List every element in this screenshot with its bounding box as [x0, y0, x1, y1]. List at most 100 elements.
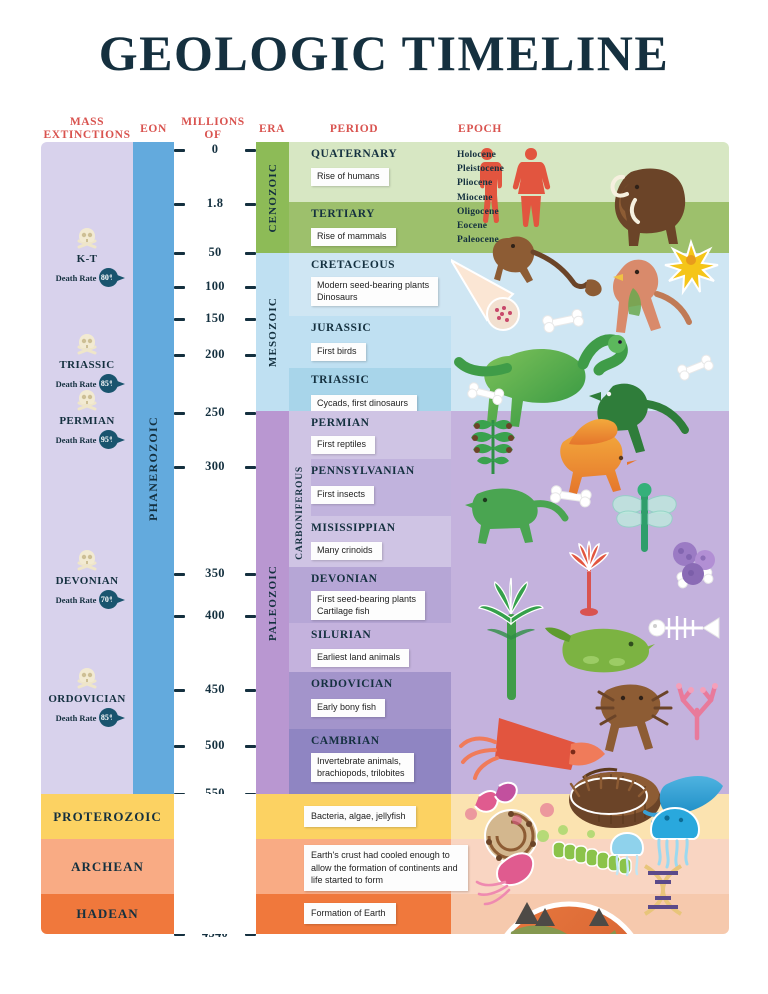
lycopod-tree-illustration — [478, 577, 544, 700]
eon-note: Formation of Earth — [304, 903, 396, 924]
period-name: SILURIAN — [311, 629, 372, 641]
extinction-name: K-T — [76, 253, 98, 265]
sub-era-carboniferous[interactable]: CARBONIFEROUS — [289, 459, 311, 567]
eon-body: Earth's crust had cooled enough to allow… — [256, 839, 729, 894]
period-name: PERMIAN — [311, 417, 370, 429]
timeline-chart: K-T Death Rate 80% TRIASSIC Death Rate 8… — [41, 142, 729, 940]
mass-extinction-triassic[interactable]: TRIASSIC Death Rate 85% — [41, 332, 133, 393]
illustration-artwork — [451, 148, 723, 934]
period-row-cambrian[interactable]: CAMBRIAN Invertebrate animals, brachiopo… — [289, 729, 451, 794]
period-note: Invertebrate animals, brachiopods, trilo… — [311, 753, 414, 782]
jellyfish-illustration — [609, 806, 701, 877]
skull-crossbones-icon — [77, 668, 97, 689]
skull-crossbones-icon — [77, 334, 97, 355]
death-rate-label: Death Rate — [55, 272, 97, 283]
mass-extinction-devonian[interactable]: DEVONIAN Death Rate 70% — [41, 548, 133, 609]
coral-cluster-illustration — [673, 542, 715, 585]
death-rate-row: Death Rate 70% — [41, 590, 133, 609]
era-mesozoic[interactable]: MESOZOIC — [256, 253, 289, 411]
column-header-epoch: EPOCH — [458, 123, 502, 135]
starburst-illustration — [664, 238, 719, 296]
period-row-pennsylvanian[interactable]: PENNSYLVANIAN First insects — [289, 459, 451, 516]
epoch-item: Holocene — [457, 150, 497, 160]
eon-row-archean[interactable]: ARCHEAN Earth's crust had cooled enough … — [41, 839, 729, 894]
period-note: Many crinoids — [311, 542, 382, 560]
eon-row-proterozoic[interactable]: PROTEROZOIC Bacteria, algae, jellyfish — [41, 794, 729, 839]
human-female-icon — [512, 148, 551, 228]
eon-note: Earth's crust had cooled enough to allow… — [304, 845, 468, 891]
earth-globe-illustration — [504, 901, 634, 934]
extinction-name: DEVONIAN — [55, 575, 119, 587]
illustration-panel — [451, 142, 729, 934]
sea-urchin-illustration — [569, 772, 651, 815]
eon-name: ARCHEAN — [41, 839, 174, 894]
nautiloid-illustration — [459, 718, 605, 780]
death-rate-label: Death Rate — [55, 594, 97, 605]
mass-extinctions-column: K-T Death Rate 80% TRIASSIC Death Rate 8… — [41, 142, 133, 794]
era-label: CENOZOIC — [266, 162, 279, 233]
period-name: TRIASSIC — [311, 374, 370, 386]
death-rate-row: Death Rate 95% — [41, 430, 133, 449]
death-rate-row: Death Rate 85% — [41, 374, 133, 393]
period-row-cretaceous[interactable]: CRETACEOUS Modern seed-bearing plants Di… — [289, 253, 451, 316]
skull-crossbones-icon — [77, 390, 97, 411]
scale-spacer — [174, 894, 256, 934]
column-header-eon: EON — [140, 123, 167, 135]
sauropod-illustration — [454, 334, 628, 427]
period-row-quaternary[interactable]: QUATERNARY Rise of humans — [289, 142, 451, 202]
period-note: Early bony fish — [311, 699, 386, 717]
skull-crossbones-icon — [77, 550, 97, 571]
period-note: First reptiles — [311, 436, 376, 454]
dimetrodon-illustration — [560, 418, 637, 494]
period-name: QUATERNARY — [311, 148, 398, 160]
death-rate-row: Death Rate 85% — [41, 708, 133, 727]
extinction-name: PERMIAN — [59, 415, 115, 427]
period-row-silurian[interactable]: SILURIAN Earliest land animals — [289, 623, 451, 672]
death-rate-label: Death Rate — [55, 378, 97, 389]
period-note: First seed-bearing plants Cartilage fish — [311, 591, 426, 620]
eon-row-hadean[interactable]: HADEAN Formation of Earth — [41, 894, 729, 934]
microbe-cluster-illustration — [465, 781, 554, 825]
era-cenozoic[interactable]: CENOZOIC — [256, 142, 289, 253]
period-row-ordovician[interactable]: ORDOVICIAN Early bony fish — [289, 672, 451, 729]
mass-extinction-ordovician[interactable]: ORDOVICIAN Death Rate 85% — [41, 666, 133, 727]
epoch-item: Miocene — [457, 192, 493, 203]
period-row-devonian[interactable]: DEVONIAN First seed-bearing plants Carti… — [289, 567, 451, 623]
death-rate-badge: 70% — [99, 590, 126, 609]
period-name: TERTIARY — [311, 208, 375, 220]
period-note: Earliest land animals — [311, 649, 410, 667]
period-name: CRETACEOUS — [311, 259, 396, 271]
mass-extinction-k-t[interactable]: K-T Death Rate 80% — [41, 226, 133, 287]
death-rate-badge: 85% — [99, 374, 126, 393]
period-note: First birds — [311, 343, 366, 361]
period-note: Rise of humans — [311, 168, 389, 186]
period-note: Modern seed-bearing plants Dinosaurs — [311, 277, 439, 306]
pink-coral-illustration — [676, 683, 718, 741]
period-row-tertiary[interactable]: TERTIARY Rise of mammals — [289, 202, 451, 253]
pink-squid-illustration — [475, 852, 535, 906]
eon-body: Formation of Earth — [256, 894, 729, 934]
era-label: MESOZOIC — [266, 296, 279, 368]
mass-extinction-permian[interactable]: PERMIAN Death Rate 95% — [41, 388, 133, 449]
early-mammal-illustration — [492, 236, 602, 297]
epoch-item: Pliocene — [457, 178, 493, 189]
era-paleozoic[interactable]: PALEOZOIC — [256, 411, 289, 794]
crinoid-illustration — [568, 540, 610, 616]
scale-spacer — [174, 839, 256, 894]
period-row-permian[interactable]: PERMIAN First reptiles — [289, 411, 451, 459]
period-row-triassic[interactable]: TRIASSIC Cycads, first dinosaurs — [289, 368, 451, 413]
scale-spacer — [174, 794, 256, 839]
death-rate-label: Death Rate — [55, 712, 97, 723]
eon-phanerozoic[interactable]: PHANEROZOIC — [133, 142, 174, 794]
era-label: PALEOZOIC — [266, 564, 279, 641]
dragonfly-illustration — [612, 483, 677, 552]
epoch-list: Holocene Pleistocene Pliocene Miocene Ol… — [457, 148, 504, 247]
epoch-item: Eocene — [457, 221, 488, 232]
period-row-misissippian[interactable]: MISISSIPPIAN Many crinoids — [289, 516, 451, 567]
column-header-era: ERA — [258, 123, 286, 135]
skull-crossbones-icon — [77, 228, 97, 249]
eon-body: Bacteria, algae, jellyfish — [256, 794, 729, 839]
period-row-jurassic[interactable]: JURASSIC First birds — [289, 316, 451, 368]
period-name: ORDOVICIAN — [311, 678, 393, 690]
